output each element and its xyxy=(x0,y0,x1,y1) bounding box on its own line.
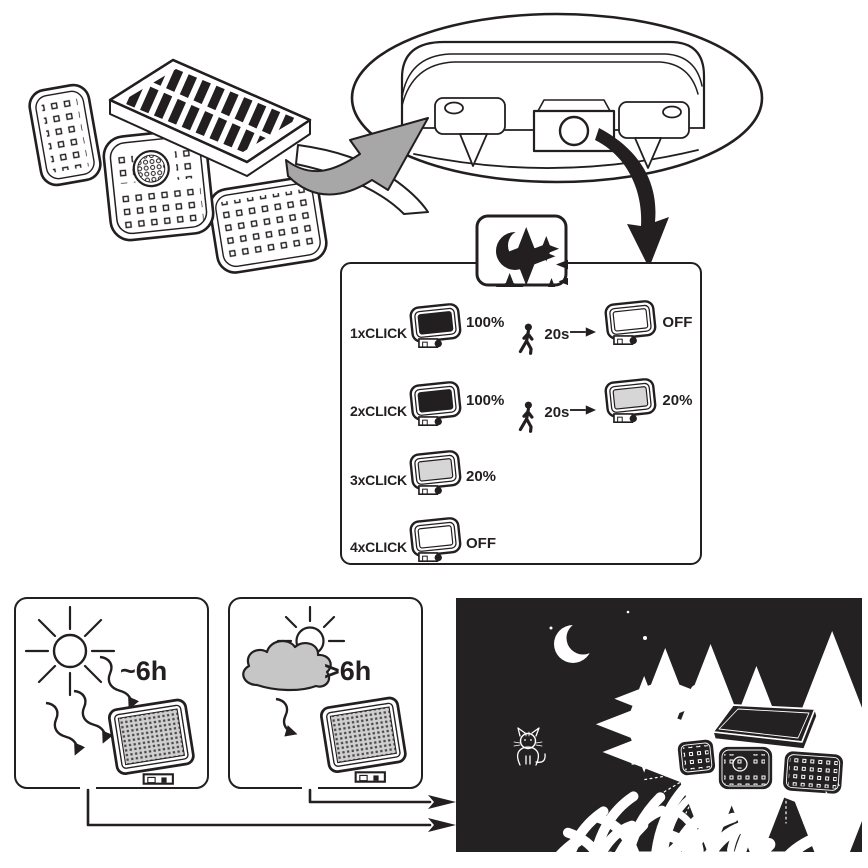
night-solar-panel xyxy=(712,704,818,750)
brightness-level: OFF xyxy=(466,534,496,552)
night-left-head xyxy=(676,738,717,777)
arrow-right-icon xyxy=(570,327,597,337)
floodlight-dim-icon xyxy=(602,378,659,426)
brightness-level: 20% xyxy=(466,467,497,485)
night-center-head xyxy=(717,745,774,791)
mode-row-4: 4xCLICK OFF xyxy=(350,511,698,571)
floodlight-off-icon xyxy=(407,517,464,565)
zoom-callout-ellipse xyxy=(350,12,764,184)
solar-panel-icon xyxy=(318,695,408,784)
walking-person-icon xyxy=(516,323,539,357)
click-count-label: 3xCLICK xyxy=(350,472,407,488)
charge-duration: >6h xyxy=(324,656,372,686)
result-level: OFF xyxy=(662,313,693,331)
floodlight-on-icon xyxy=(407,303,464,351)
click-count-label: 4xCLICK xyxy=(350,539,407,555)
mode-row-3: 3xCLICK 20% xyxy=(350,444,698,504)
night-floodlight xyxy=(631,704,861,833)
stars-icon xyxy=(549,610,863,852)
arrow-right-icon xyxy=(570,405,597,415)
mounting-hole-left xyxy=(434,97,506,167)
black-pointer-arrow-icon xyxy=(595,128,669,268)
night-scene: ~6h xyxy=(456,598,862,852)
click-count-label: 1xCLICK xyxy=(350,325,407,341)
solar-panel-icon xyxy=(106,697,196,786)
mode-row-1: 1xCLICK 100% 20s OFF xyxy=(350,297,698,357)
brightness-level: 100% xyxy=(466,391,505,409)
product-illustration xyxy=(28,58,429,274)
click-count-label: 2xCLICK xyxy=(350,403,407,419)
charge-duration: ~6h xyxy=(120,656,168,686)
sunlight-wavy-arrow-icon xyxy=(273,696,298,735)
cloudy-charging-graphic xyxy=(242,605,408,784)
cloudy-charging-box: >6h xyxy=(228,597,423,789)
device-back-view xyxy=(400,40,706,169)
pir-sensor-icon xyxy=(132,150,170,188)
sun-icon xyxy=(24,605,116,697)
delay-label: 20s xyxy=(544,325,570,343)
flow-connector-arrows xyxy=(80,786,456,832)
night-mode-icon xyxy=(475,214,568,287)
runtime-label: ~6h xyxy=(674,679,720,709)
light-beams-icon xyxy=(631,749,861,833)
night-right-head xyxy=(781,749,845,796)
walking-person-icon xyxy=(516,401,539,435)
floodlight-off-icon xyxy=(602,300,659,348)
mode-row-2: 2xCLICK 100% 20s 20% xyxy=(350,375,698,435)
floodlight-dim-icon xyxy=(407,450,464,498)
floodlight-on-icon xyxy=(407,381,464,429)
mounting-hole-right xyxy=(618,101,690,169)
grey-callout-arrow-icon xyxy=(285,117,429,196)
sunny-charging-box: ~6h xyxy=(14,597,209,789)
brightness-level: 100% xyxy=(466,313,505,331)
center-lamp-head xyxy=(102,128,215,242)
sun-behind-cloud-icon xyxy=(242,605,346,692)
cat-icon xyxy=(513,727,546,766)
mode-settings-panel: 1xCLICK 100% 20s OFF 2xCLICK 100% 20s 20… xyxy=(340,262,702,565)
moon-icon xyxy=(554,621,600,663)
left-lamp-head xyxy=(28,83,102,187)
delay-label: 20s xyxy=(544,403,570,421)
sunny-charging-graphic xyxy=(24,605,196,786)
right-lamp-head xyxy=(208,176,328,274)
result-level: 20% xyxy=(662,391,693,409)
